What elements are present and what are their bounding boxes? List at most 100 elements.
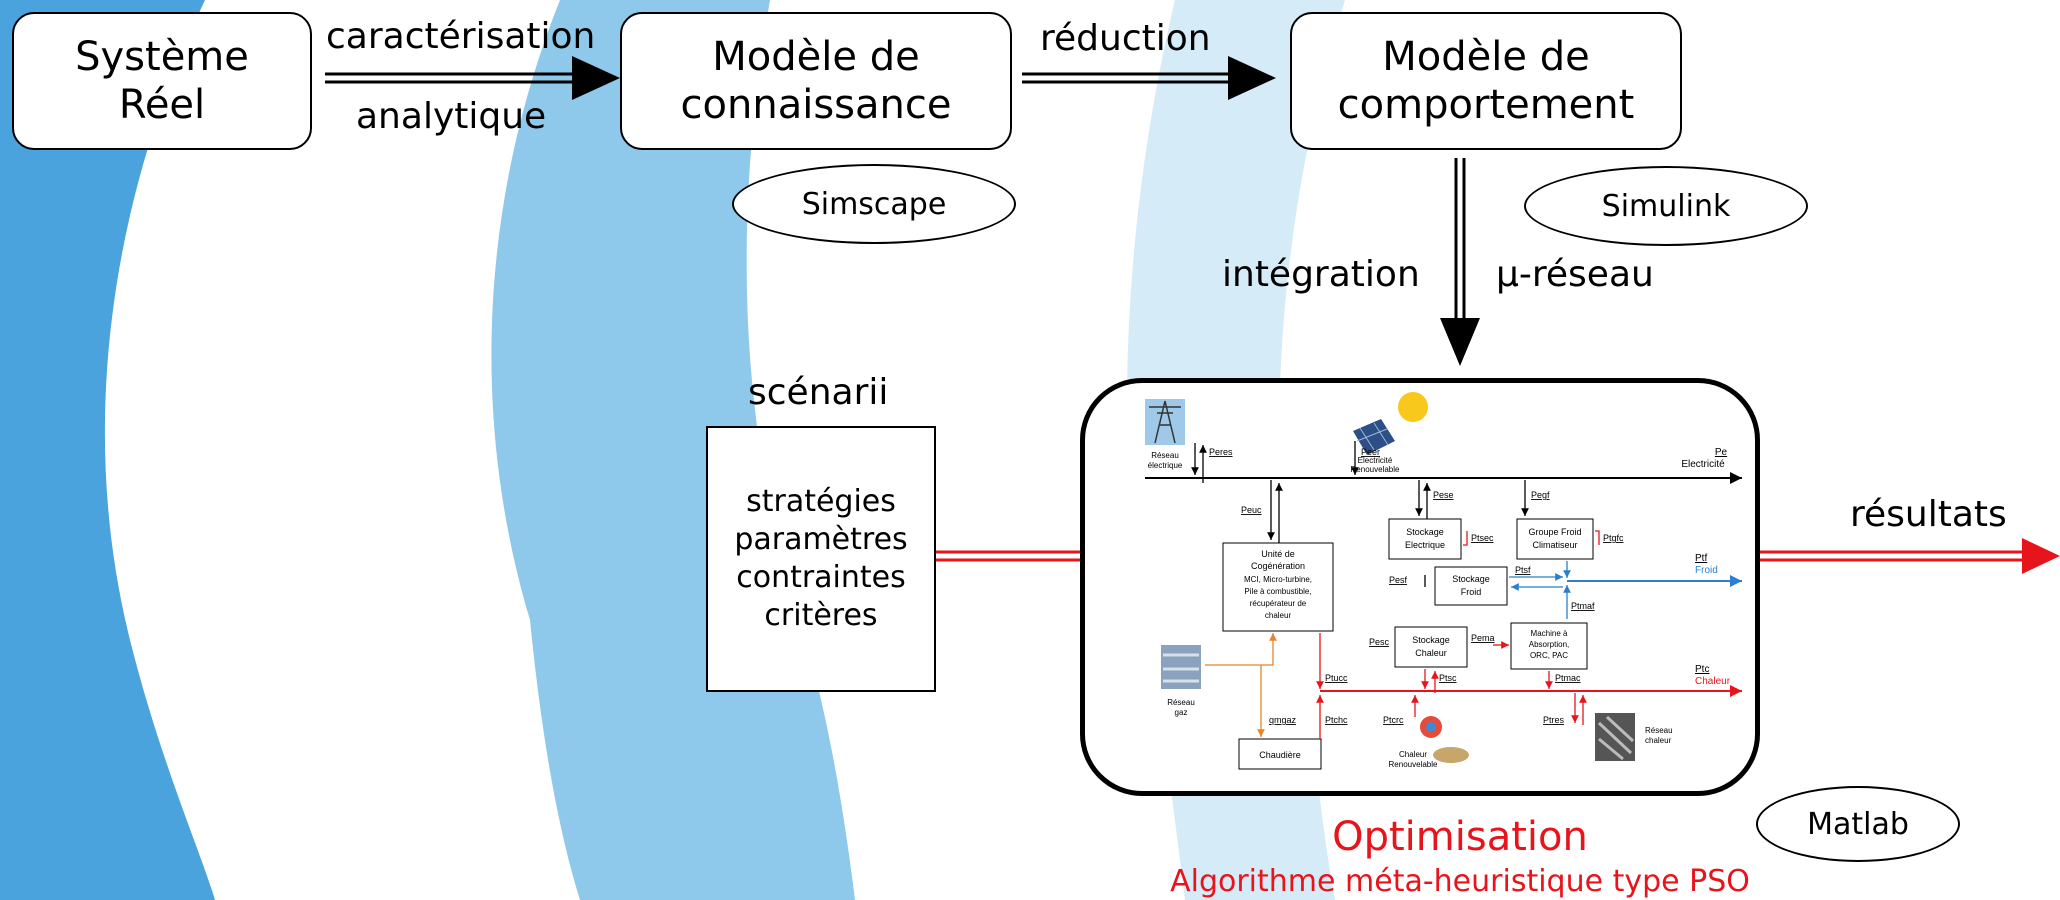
cogeneration-box: [1222, 542, 1334, 632]
bus-froid-label-2: Froid: [1695, 565, 1718, 576]
flow-label-ptchc: Ptchc: [1325, 715, 1348, 725]
bus-elec-label-1: Pe: [1715, 447, 1728, 458]
elec-renouvelable-label-2: Renouvelable: [1351, 465, 1400, 474]
cogen-line-2: Cogénération: [1251, 561, 1305, 571]
chaudiere-label: Chaudière: [1259, 750, 1301, 760]
bus-chaleur-label-2: Chaleur: [1695, 676, 1731, 687]
chaudiere-box: [1238, 738, 1322, 770]
flow-label-ptmac: Ptmac: [1555, 673, 1581, 683]
optimisation-title: Optimisation: [1332, 814, 1588, 860]
scenarii-title: scénarii: [748, 372, 889, 413]
flow-label-pesc: Pesc: [1369, 637, 1390, 647]
flow-label-pese: Pese: [1433, 490, 1454, 500]
reseau-gaz-label-1: Réseau: [1167, 698, 1195, 707]
flow-label-ptsec: Ptsec: [1471, 533, 1494, 543]
scenarii-item-parametres: paramètres: [734, 522, 908, 557]
machine-line-3: ORC, PAC: [1530, 651, 1568, 660]
cogen-line-6: chaleur: [1265, 611, 1292, 620]
elec-renouvelable-label-1: Electricité: [1358, 456, 1393, 465]
stockage-chaleur-line-1: Stockage: [1412, 635, 1450, 645]
label-analytique: analytique: [356, 96, 547, 137]
arrow-integration: [1454, 158, 1466, 322]
flow-label-pema: Pema: [1471, 633, 1495, 643]
flow-label-peuc: Peuc: [1241, 505, 1262, 515]
arrow-resultats-head: [2022, 538, 2060, 574]
label-caracterisation: caractérisation: [326, 16, 596, 57]
reseau-chaleur-label-2: chaleur: [1645, 736, 1672, 745]
stockage-electrique-box: [1388, 518, 1462, 560]
flow-label-ptcrc: Ptcrc: [1383, 715, 1404, 725]
stockage-elec-line-1: Stockage: [1406, 527, 1444, 537]
systeme-reel-box: Système Réel: [12, 12, 312, 150]
label-integration: intégration: [1222, 254, 1420, 295]
label-resultats: résultats: [1850, 494, 2007, 535]
optimisation-subtitle: Algorithme méta-heuristique type PSO: [1170, 864, 1750, 899]
chaleur-renouvelable-label-2: Renouvelable: [1389, 760, 1438, 769]
machine-line-1: Machine à: [1531, 629, 1568, 638]
stockage-froid-line-1: Stockage: [1452, 574, 1490, 584]
groupe-froid-line-2: Climatiseur: [1532, 540, 1577, 550]
machine-line-2: Absorption,: [1529, 640, 1569, 649]
chaleur-renouvelable-label-1: Chaleur: [1399, 750, 1427, 759]
arrow-caracterisation-head: [572, 56, 620, 100]
scenarii-item-criteres: critères: [764, 598, 878, 633]
reseau-gaz-label-2: gaz: [1175, 708, 1188, 717]
modele-connaissance-box: Modèle de connaissance: [620, 12, 1012, 150]
arrow-caracterisation: [325, 72, 575, 84]
arrow-scenarii: [935, 550, 1080, 562]
matlab-oval: Matlab: [1756, 786, 1960, 862]
simscape-oval: Simscape: [732, 164, 1016, 244]
bus-elec-label-2: Electricité: [1681, 459, 1725, 470]
scenarii-item-contraintes: contraintes: [736, 560, 906, 595]
flow-label-peres: Peres: [1209, 447, 1233, 457]
stockage-chaleur-box: [1394, 626, 1468, 668]
flow-gaz: [1205, 633, 1277, 666]
solar-panel-icon: [1353, 419, 1395, 455]
flow-label-ptmaf: Ptmaf: [1571, 601, 1595, 611]
modele-comportement-box: Modèle de comportement: [1290, 12, 1682, 150]
flow-label-ptgfc: Ptgfc: [1603, 533, 1624, 543]
flow-label-pesf: Pesf: [1389, 575, 1408, 585]
stockage-froid-line-2: Froid: [1461, 587, 1482, 597]
comportement-line-1: Modèle de: [1382, 34, 1590, 80]
flow-label-ptsc: Ptsc: [1439, 673, 1457, 683]
arrow-reduction: [1022, 72, 1232, 84]
bus-chaleur-label-1: Ptc: [1695, 664, 1709, 675]
microgrid-diagram: Réseau électrique Electricité Renouvelab…: [1080, 378, 1760, 796]
flow-label-ptsf: Ptsf: [1515, 565, 1531, 575]
stockage-elec-line-2: Electrique: [1405, 540, 1445, 550]
simulink-oval: Simulink: [1524, 166, 1808, 246]
reseau-electrique-label-2: électrique: [1148, 461, 1183, 470]
machine-absorption-box: [1510, 622, 1588, 670]
connaissance-line-2: connaissance: [680, 82, 952, 128]
arrow-resultats: [1760, 550, 2026, 562]
cogen-line-1: Unité de: [1261, 549, 1295, 559]
groupe-froid-line-1: Groupe Froid: [1528, 527, 1581, 537]
heat-network-icon: [1595, 713, 1635, 761]
microgrid-schematic: Réseau électrique Electricité Renouvelab…: [1145, 392, 1742, 770]
groupe-froid-box: [1516, 518, 1594, 560]
cogen-line-5: récupérateur de: [1250, 599, 1307, 608]
stockage-chaleur-line-2: Chaleur: [1415, 648, 1447, 658]
flow-label-qmgaz: qmgaz: [1269, 715, 1297, 725]
connaissance-line-1: Modèle de: [712, 34, 920, 80]
scenarii-box: stratégies paramètres contraintes critèr…: [706, 426, 936, 692]
cogen-line-4: Pile à combustible,: [1244, 587, 1311, 596]
systeme-line-1: Système: [75, 34, 249, 80]
comportement-line-2: comportement: [1337, 82, 1635, 128]
flow-label-ptres: Ptres: [1543, 715, 1565, 725]
flow-label-pegf: Pegf: [1531, 490, 1550, 500]
cogen-line-3: MCI, Micro-turbine,: [1244, 575, 1312, 584]
arrow-reduction-head: [1228, 56, 1276, 100]
arrow-integration-head: [1440, 318, 1480, 366]
gas-pipes-icon: [1161, 645, 1201, 689]
bus-froid-label-1: Ptf: [1695, 553, 1707, 564]
reseau-chaleur-label-1: Réseau: [1645, 726, 1673, 735]
flow-ptgfc: [1595, 530, 1600, 545]
reseau-electrique-label-1: Réseau: [1151, 451, 1179, 460]
scenarii-item-strategies: stratégies: [746, 484, 896, 519]
flow-label-peer: Peer: [1361, 447, 1380, 457]
label-mu-reseau: μ-réseau: [1496, 254, 1654, 295]
renewable-heat-icon: [1420, 716, 1469, 763]
